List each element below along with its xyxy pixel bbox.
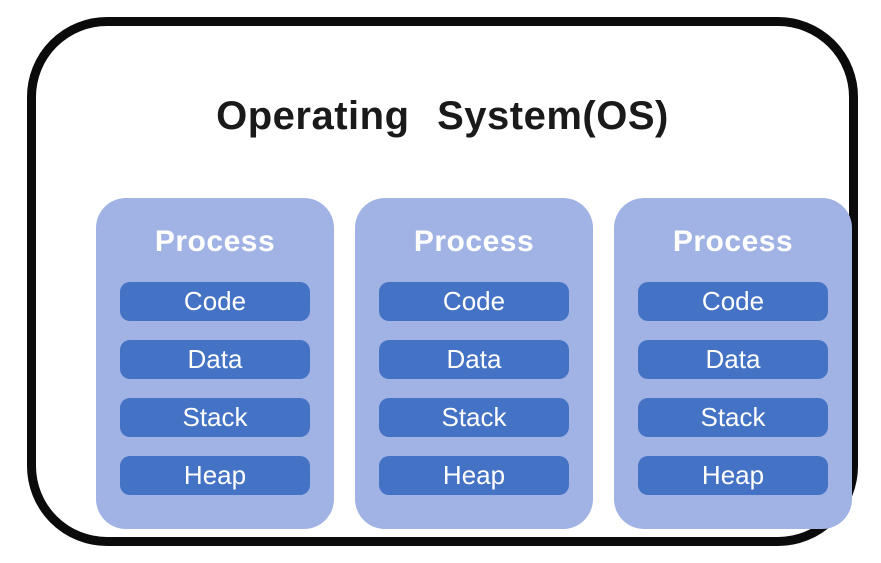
process-card: Process Code Data Stack Heap: [355, 198, 593, 529]
segment-data: Data: [379, 340, 569, 379]
segment-code: Code: [379, 282, 569, 321]
segment-data: Data: [120, 340, 310, 379]
segment-stack: Stack: [120, 398, 310, 437]
segment-code: Code: [120, 282, 310, 321]
process-card: Process Code Data Stack Heap: [96, 198, 334, 529]
segment-heap: Heap: [120, 456, 310, 495]
segment-data: Data: [638, 340, 828, 379]
segment-list: Code Data Stack Heap: [120, 282, 310, 495]
segment-code: Code: [638, 282, 828, 321]
segment-list: Code Data Stack Heap: [638, 282, 828, 495]
process-card-title: Process: [413, 225, 535, 258]
os-frame: Operating System(OS) Process Code Data S…: [27, 17, 858, 546]
segment-heap: Heap: [638, 456, 828, 495]
os-title: Operating System(OS): [216, 94, 669, 138]
process-row: Process Code Data Stack Heap Process Cod…: [96, 198, 853, 529]
segment-stack: Stack: [379, 398, 569, 437]
process-card-title: Process: [154, 225, 276, 258]
process-card-title: Process: [672, 225, 794, 258]
process-card: Process Code Data Stack Heap: [614, 198, 852, 529]
segment-list: Code Data Stack Heap: [379, 282, 569, 495]
segment-heap: Heap: [379, 456, 569, 495]
segment-stack: Stack: [638, 398, 828, 437]
